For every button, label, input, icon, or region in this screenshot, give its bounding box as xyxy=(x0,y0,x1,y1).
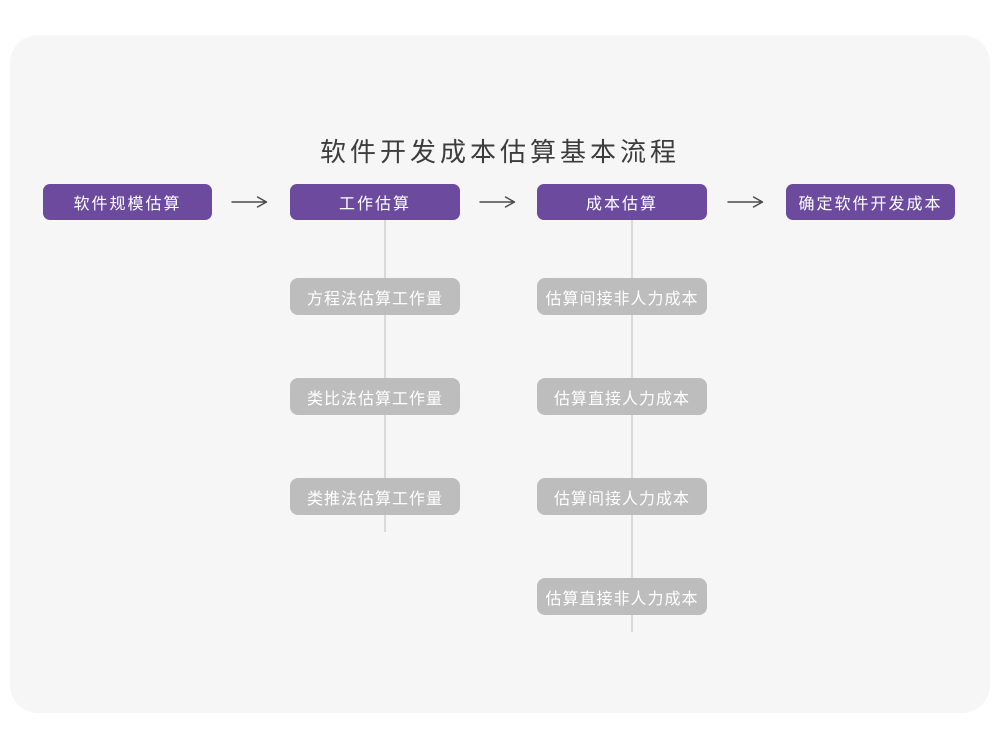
cost-item-indirect-labor: 估算间接人力成本 xyxy=(537,478,707,515)
connector-line-work xyxy=(384,220,386,532)
cost-item-direct-labor: 估算直接人力成本 xyxy=(537,378,707,415)
stage-determine-dev-cost: 确定软件开发成本 xyxy=(786,184,955,220)
flow-arrow-icon xyxy=(727,196,764,208)
cost-item-indirect-nonlabor: 估算间接非人力成本 xyxy=(537,278,707,315)
work-method-extrapolation: 类推法估算工作量 xyxy=(290,478,460,515)
stage-software-size-estimation: 软件规模估算 xyxy=(43,184,212,220)
work-method-equation: 方程法估算工作量 xyxy=(290,278,460,315)
work-method-analogy: 类比法估算工作量 xyxy=(290,378,460,415)
flow-arrow-icon xyxy=(479,196,516,208)
connector-line-cost xyxy=(631,220,633,632)
flowchart-card: 软件开发成本估算基本流程 软件规模估算 工作估算 成本估算 确定软件开发成本 方… xyxy=(10,35,990,713)
flow-arrow-icon xyxy=(231,196,268,208)
diagram-title: 软件开发成本估算基本流程 xyxy=(319,138,680,168)
stage-cost-estimation: 成本估算 xyxy=(537,184,707,220)
stage-work-estimation: 工作估算 xyxy=(290,184,460,220)
cost-item-direct-nonlabor: 估算直接非人力成本 xyxy=(537,578,707,615)
